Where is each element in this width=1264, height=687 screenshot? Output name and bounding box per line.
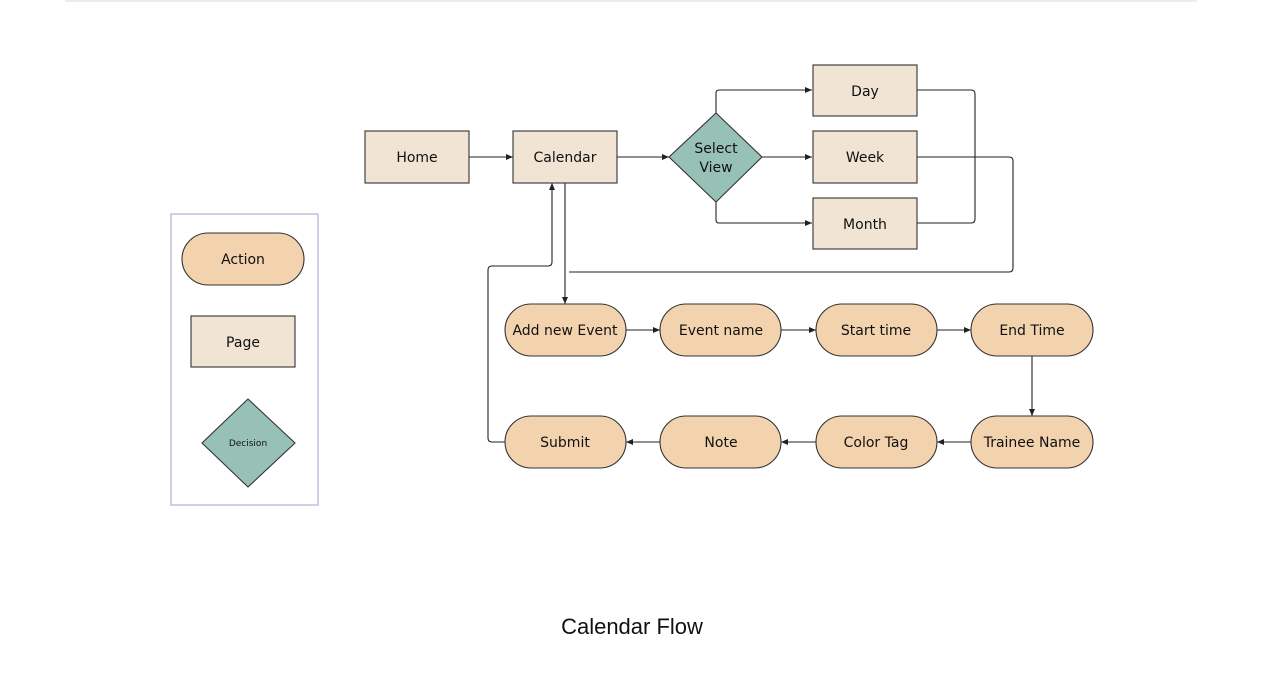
node-add-new-event[interactable]: Add new Event (504, 303, 627, 357)
week-label: Week (846, 150, 885, 166)
week-shape (812, 130, 918, 184)
end-time-shape (970, 303, 1094, 357)
start-time-shape (815, 303, 938, 357)
submit-shape (504, 415, 627, 469)
color-tag-shape (815, 415, 938, 469)
connectors (469, 87, 1035, 445)
legend-page: Page (190, 315, 296, 368)
submit-label: Submit (540, 435, 590, 451)
top-divider (65, 0, 1197, 2)
start-time-label: Start time (841, 323, 911, 339)
note-label: Note (704, 435, 737, 451)
note-shape (659, 415, 782, 469)
event-name-shape (659, 303, 782, 357)
select-view-label-line1: Select (694, 141, 738, 157)
month-shape (812, 197, 918, 250)
color-tag-label: Color Tag (844, 435, 909, 451)
home-label: Home (396, 150, 437, 166)
month-label: Month (843, 217, 887, 233)
node-trainee-name[interactable]: Trainee Name (970, 415, 1094, 469)
day-shape (812, 64, 918, 117)
node-event-name[interactable]: Event name (659, 303, 782, 357)
legend-decision-shape (201, 398, 296, 488)
legend-action-shape (181, 232, 305, 286)
node-month[interactable]: Month (812, 197, 918, 250)
home-shape (364, 130, 470, 184)
legend-page-label: Page (226, 335, 260, 351)
node-day[interactable]: Day (812, 64, 918, 117)
node-color-tag[interactable]: Color Tag (815, 415, 938, 469)
node-home[interactable]: Home (364, 130, 470, 184)
day-label: Day (851, 84, 879, 100)
trainee-name-label: Trainee Name (983, 435, 1081, 451)
end-time-label: End Time (999, 323, 1064, 339)
calendar-shape (512, 130, 618, 184)
trainee-name-shape (970, 415, 1094, 469)
node-note[interactable]: Note (659, 415, 782, 469)
legend-action: Action (181, 232, 305, 286)
node-calendar[interactable]: Calendar (512, 130, 618, 184)
select-view-label-line2: View (699, 160, 732, 176)
legend-frame (170, 213, 319, 506)
select-view-shape (668, 112, 763, 203)
node-end-time[interactable]: End Time (970, 303, 1094, 357)
edge-selectview-day (715, 87, 812, 113)
edge-selectview-month (715, 202, 812, 226)
node-select-view[interactable]: Select View (668, 112, 763, 203)
edge-views-to-add-event (569, 156, 1014, 273)
add-new-event-label: Add new Event (512, 323, 618, 339)
legend-decision: Decision (201, 398, 296, 488)
legend-decision-label: Decision (229, 439, 267, 449)
legend: Action Page Decision (170, 213, 319, 506)
calendar-label: Calendar (534, 150, 597, 166)
legend-page-shape (190, 315, 296, 368)
add-new-event-shape (504, 303, 627, 357)
node-week[interactable]: Week (812, 130, 918, 184)
edge-submit-calendar (487, 183, 555, 443)
node-submit[interactable]: Submit (504, 415, 627, 469)
legend-action-label: Action (221, 252, 265, 268)
event-name-label: Event name (679, 323, 763, 339)
node-start-time[interactable]: Start time (815, 303, 938, 357)
diagram-title: Calendar Flow (561, 614, 703, 639)
